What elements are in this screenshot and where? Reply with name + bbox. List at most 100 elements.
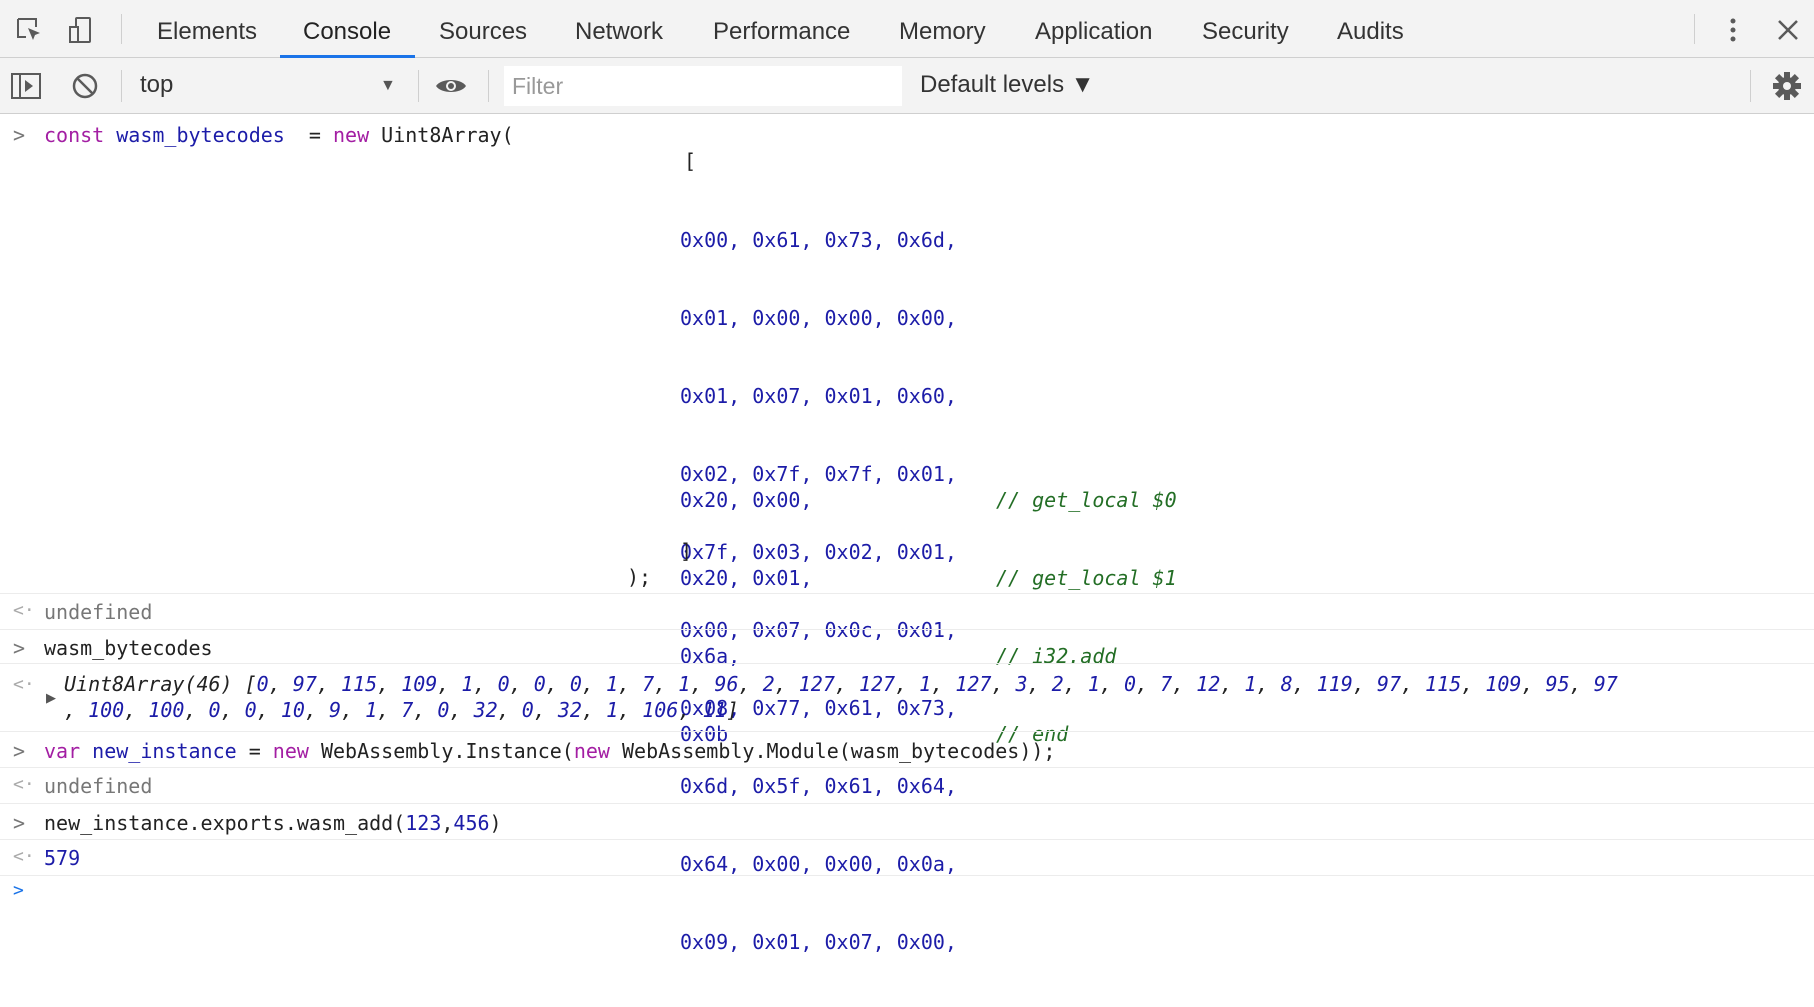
input-prompt-chevron-icon: >	[13, 811, 26, 835]
tab-performance[interactable]: Performance	[713, 18, 851, 45]
array-value: 1	[919, 672, 932, 696]
array-preview-line[interactable]: Uint8Array(46) [0, 97, 115, 109, 1, 0, 0…	[64, 672, 1618, 696]
array-value: 100	[88, 698, 125, 722]
result-value: undefined	[44, 600, 153, 624]
tab-console[interactable]: Console	[303, 18, 392, 45]
result-arrow-icon: <·	[13, 846, 35, 867]
active-tab-indicator	[280, 55, 415, 58]
tab-memory[interactable]: Memory	[899, 18, 986, 45]
default-levels-dropdown[interactable]: Default levels ▼	[920, 71, 1095, 98]
live-expression-eye-icon[interactable]	[434, 69, 468, 103]
array-value: 127	[858, 672, 896, 696]
array-value: 7	[1160, 672, 1173, 696]
array-value: 0	[244, 698, 257, 722]
hex-row: 0x09, 0x01, 0x07, 0x00,	[680, 930, 957, 954]
tab-application[interactable]: Application	[1035, 18, 1153, 45]
tab-elements[interactable]: Elements	[157, 18, 258, 45]
close-paren: );	[627, 565, 652, 589]
hex-row: 0x0b	[680, 722, 729, 746]
array-value: 0	[497, 672, 510, 696]
hex-row: 0x01, 0x00, 0x00, 0x00,	[680, 306, 957, 330]
commented-hex-rows: 0x20, 0x00, 0x20, 0x01, 0x6a, 0x0b	[680, 435, 812, 799]
array-value: 0	[569, 672, 582, 696]
array-value: 97	[1593, 672, 1618, 696]
array-value: 7	[642, 672, 655, 696]
code-line: wasm_bytecodes	[44, 636, 213, 660]
console-result-message: <· undefined	[0, 768, 1814, 804]
code-line: const wasm_bytecodes = new Uint8Array(	[44, 123, 514, 147]
tab-network[interactable]: Network	[575, 18, 664, 45]
context-dropdown-icon[interactable]: ▼	[380, 77, 396, 94]
array-value: 100	[148, 698, 185, 722]
array-value: 32	[473, 698, 498, 722]
array-value: 115	[1425, 672, 1462, 696]
divider	[1750, 70, 1751, 102]
array-preview-line[interactable]: , 100, 100, 0, 0, 10, 9, 1, 7, 0, 32, 0,…	[64, 698, 739, 722]
array-value: 97	[1376, 672, 1402, 696]
console-input-message: > const wasm_bytecodes = new Uint8Array(…	[0, 114, 1814, 954]
input-prompt-chevron-icon: >	[13, 636, 26, 660]
code-comments: // get_local $0 // get_local $1 // i32.a…	[996, 435, 1177, 799]
divider	[121, 70, 122, 102]
array-value: 10	[280, 698, 305, 722]
array-value: 109	[1485, 672, 1522, 696]
hex-row: 0x7f, 0x03, 0x02, 0x01,	[680, 540, 957, 564]
result-arrow-icon: <·	[13, 774, 35, 795]
array-value: 97	[292, 672, 317, 696]
array-value: 0	[437, 698, 450, 722]
close-bracket: ]	[680, 539, 693, 563]
code-comment: // i32.add	[996, 644, 1117, 668]
hex-row: 0x6a,	[680, 644, 741, 668]
hex-row: 0x64, 0x00, 0x00, 0x0a,	[680, 852, 957, 876]
array-value: 8	[1280, 672, 1293, 696]
inspect-element-icon[interactable]	[12, 13, 46, 47]
console-prompt-chevron-icon[interactable]: >	[13, 880, 24, 901]
devtools-tab-bar: Elements Console Sources Network Perform…	[0, 0, 1814, 58]
hex-row: 0x01, 0x07, 0x01, 0x60,	[680, 384, 957, 408]
array-value: 2	[1051, 672, 1064, 696]
tab-audits[interactable]: Audits	[1337, 18, 1404, 45]
array-value: 7	[401, 698, 414, 722]
hex-row: 0x20, 0x00,	[680, 488, 813, 512]
code-comment: // get_local $0	[996, 488, 1177, 512]
console-result-message: <· undefined	[0, 594, 1814, 630]
console-result-message: <· 579	[0, 840, 1814, 876]
array-value: 127	[798, 672, 835, 696]
array-value: 32	[557, 698, 582, 722]
console-settings-gear-icon[interactable]	[1770, 69, 1804, 103]
clear-console-icon[interactable]	[68, 69, 102, 103]
device-toolbar-icon[interactable]	[64, 13, 98, 47]
expand-triangle-icon[interactable]: ▶	[46, 690, 56, 705]
open-bracket: [	[684, 149, 697, 173]
console-input-message: > new_instance.exports.wasm_add(123,456)	[0, 804, 1814, 840]
array-value: 119	[1316, 672, 1353, 696]
console-result-message: <· ▶ Uint8Array(46) [0, 97, 115, 109, 1,…	[0, 664, 1814, 732]
array-value: 12	[1196, 672, 1221, 696]
divider	[418, 70, 419, 102]
array-value: 1	[365, 698, 378, 722]
show-sidebar-icon[interactable]	[9, 69, 43, 103]
array-value: 0	[521, 698, 534, 722]
array-value: 0	[1123, 672, 1136, 696]
divider	[488, 70, 489, 102]
array-value: 0	[533, 672, 546, 696]
hex-row: 0x6d, 0x5f, 0x61, 0x64,	[680, 774, 957, 798]
hex-row: 0x08, 0x77, 0x61, 0x73,	[680, 696, 957, 720]
result-value: undefined	[44, 774, 153, 798]
hex-row: 0x20, 0x01,	[680, 566, 813, 590]
more-options-icon[interactable]	[1716, 13, 1750, 47]
array-value: 106	[642, 698, 679, 722]
divider	[1694, 14, 1695, 44]
array-value: 2	[762, 672, 775, 696]
divider	[121, 14, 122, 44]
tab-sources[interactable]: Sources	[439, 18, 528, 45]
close-icon[interactable]	[1771, 13, 1805, 47]
filter-input[interactable]	[504, 66, 902, 106]
code-line: new_instance.exports.wasm_add(123,456)	[44, 811, 502, 835]
tab-security[interactable]: Security	[1202, 18, 1289, 45]
array-value: 1	[606, 698, 619, 722]
context-selector[interactable]: top	[140, 71, 174, 98]
result-value: 579	[44, 846, 81, 870]
hex-row: 0x00, 0x61, 0x73, 0x6d,	[680, 228, 957, 252]
array-value: 115	[340, 672, 378, 696]
